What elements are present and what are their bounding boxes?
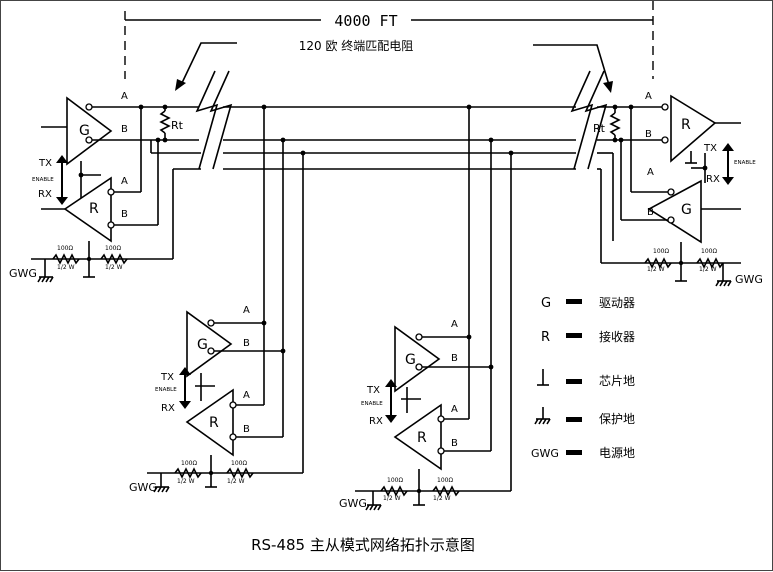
legend-gwg-symbol: GWG bbox=[531, 447, 559, 460]
svg-text:A: A bbox=[645, 91, 652, 102]
legend-g-text: 驱动器 bbox=[599, 296, 635, 310]
rx-label-left: RX bbox=[38, 189, 52, 200]
svg-text:TX: TX bbox=[366, 385, 380, 396]
svg-text:B: B bbox=[243, 424, 250, 435]
receiver-left bbox=[63, 176, 112, 243]
svg-text:1/2 W: 1/2 W bbox=[383, 495, 401, 502]
svg-text:R: R bbox=[417, 430, 427, 446]
svg-text:100Ω: 100Ω bbox=[437, 477, 453, 484]
bus-lines bbox=[141, 70, 641, 170]
svg-text:R: R bbox=[209, 415, 219, 431]
tx-label-right: TX bbox=[703, 143, 717, 154]
svg-text:ENABLE: ENABLE bbox=[734, 160, 756, 166]
driver-left-letter: G bbox=[79, 123, 90, 139]
termination-arrow-left bbox=[180, 42, 237, 86]
gwg-label-right: GWG bbox=[735, 273, 763, 286]
svg-text:RX: RX bbox=[161, 403, 175, 414]
rt-label-left: Rt bbox=[171, 119, 184, 132]
chip-ground-icon bbox=[537, 369, 549, 386]
diagram-caption: RS-485 主从模式网络拓扑示意图 bbox=[251, 536, 475, 554]
legend-g-symbol: G bbox=[541, 296, 551, 311]
svg-text:1/2 W: 1/2 W bbox=[177, 478, 195, 485]
receiver-right-letter: R bbox=[681, 117, 691, 133]
svg-text:B: B bbox=[243, 338, 250, 349]
svg-text:B: B bbox=[451, 438, 458, 449]
legend-power-ground-text: 电源地 bbox=[599, 446, 635, 460]
legend-chip-ground-text: 芯片地 bbox=[599, 374, 635, 388]
driver-right-letter: G bbox=[681, 202, 692, 218]
svg-text:100Ω: 100Ω bbox=[105, 245, 121, 252]
distance-label: 4000 FT bbox=[334, 12, 397, 30]
svg-text:A: A bbox=[243, 390, 250, 401]
driver-slave2 bbox=[394, 325, 441, 393]
driver-slave1 bbox=[186, 310, 233, 378]
legend-protect-ground-text: 保护地 bbox=[599, 412, 635, 426]
svg-text:A: A bbox=[243, 305, 250, 316]
svg-text:A: A bbox=[451, 319, 458, 330]
svg-text:100Ω: 100Ω bbox=[181, 460, 197, 467]
svg-text:TX: TX bbox=[160, 372, 174, 383]
svg-text:A: A bbox=[451, 404, 458, 415]
svg-text:1/2 W: 1/2 W bbox=[433, 495, 451, 502]
svg-text:1/2 W: 1/2 W bbox=[699, 266, 717, 273]
svg-text:GWG: GWG bbox=[339, 497, 367, 510]
driver-right bbox=[647, 179, 702, 244]
svg-text:A: A bbox=[121, 176, 128, 187]
termination-label: 120 欧 终端匹配电阻 bbox=[299, 38, 414, 53]
driver-left bbox=[66, 96, 113, 166]
svg-text:B: B bbox=[647, 207, 654, 218]
legend-r-text: 接收器 bbox=[599, 329, 635, 344]
svg-text:G: G bbox=[405, 352, 416, 368]
legend: G 驱动器 R 接收器 芯片地 保护地 GWG 电源地 bbox=[531, 296, 635, 460]
distance-dimension: 4000 FT bbox=[124, 1, 654, 79]
legend-r-symbol: R bbox=[541, 330, 550, 345]
svg-text:100Ω: 100Ω bbox=[231, 460, 247, 467]
svg-text:100Ω: 100Ω bbox=[653, 248, 669, 255]
svg-text:B: B bbox=[121, 124, 128, 135]
tx-label-left: TX bbox=[38, 158, 52, 169]
gwg-label-left: GWG bbox=[9, 267, 37, 280]
svg-text:A: A bbox=[647, 167, 654, 178]
rx-label-right: RX bbox=[706, 174, 720, 185]
svg-text:B: B bbox=[645, 129, 652, 140]
svg-text:100Ω: 100Ω bbox=[57, 245, 73, 252]
svg-text:1/2 W: 1/2 W bbox=[57, 264, 75, 271]
svg-text:1/2 W: 1/2 W bbox=[227, 478, 245, 485]
slave-node-1: G A B R A B TX ENABLE RX 100Ω 1/2 W 100Ω bbox=[129, 104, 306, 494]
svg-text:GWG: GWG bbox=[129, 481, 157, 494]
svg-text:ENABLE: ENABLE bbox=[361, 401, 383, 407]
svg-text:A: A bbox=[121, 91, 128, 102]
svg-text:100Ω: 100Ω bbox=[701, 248, 717, 255]
svg-text:B: B bbox=[451, 353, 458, 364]
master-node-right: R A B G A B TX ENABLE RX bbox=[593, 91, 763, 287]
receiver-slave2 bbox=[393, 403, 442, 471]
termination-arrow-right bbox=[533, 44, 610, 86]
svg-text:100Ω: 100Ω bbox=[387, 477, 403, 484]
svg-text:ENABLE: ENABLE bbox=[155, 387, 177, 393]
protective-ground-icon bbox=[534, 407, 551, 425]
receiver-right bbox=[670, 94, 717, 163]
receiver-left-letter: R bbox=[89, 201, 99, 217]
rt-label-right: Rt bbox=[593, 122, 606, 135]
master-node-left: G A B R A B TX ENABLE RX bbox=[9, 91, 184, 283]
svg-text:ENABLE: ENABLE bbox=[32, 177, 54, 183]
svg-text:B: B bbox=[121, 209, 128, 220]
svg-text:1/2 W: 1/2 W bbox=[647, 266, 665, 273]
svg-text:G: G bbox=[197, 337, 208, 353]
svg-text:1/2 W: 1/2 W bbox=[105, 264, 123, 271]
svg-text:RX: RX bbox=[369, 416, 383, 427]
slave-node-2: G A B R A B TX ENABLE RX 100Ω 1/2 W 100Ω bbox=[339, 104, 514, 511]
receiver-slave1 bbox=[185, 388, 234, 457]
